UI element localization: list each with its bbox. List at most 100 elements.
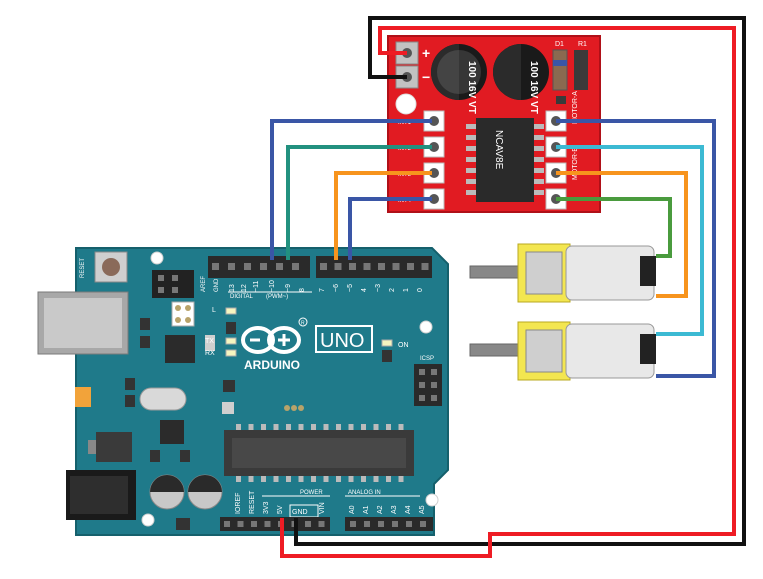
analog-pin-label: A4	[405, 505, 412, 514]
analog-pin-label: A1	[363, 505, 370, 514]
motor-a-label: MOTOR-A	[572, 91, 579, 124]
capacitors	[149, 474, 223, 510]
digital-pin-label: ~5	[347, 284, 354, 292]
analog-pin-label: A3	[391, 505, 398, 514]
led-tx-label: TX	[205, 338, 214, 345]
wire-cyan-motor-a2	[556, 145, 704, 336]
cap1-label: 100 16V VT	[466, 61, 477, 114]
diode-d1	[552, 49, 568, 91]
power-pin-label: GND	[292, 509, 308, 516]
digital-pin-hole	[349, 263, 356, 270]
wire-red-5v	[280, 26, 736, 558]
digital-pin-hole	[212, 263, 219, 270]
digital-pin-hole	[392, 263, 400, 270]
digital-pin-hole	[260, 263, 267, 270]
wire-green-motor-b2	[556, 197, 672, 258]
digital-pin-hole	[421, 263, 429, 270]
voltage-regulator	[96, 432, 132, 462]
atmega-microcontroller	[224, 430, 414, 476]
power-pin-label: RESET	[249, 490, 256, 514]
digital-pin-label: ~11	[253, 281, 260, 292]
pwm-label: (PWM~)	[266, 294, 288, 300]
digital-pin-hole	[334, 263, 342, 270]
digital-pin-label: 8	[299, 288, 306, 292]
analog-pin-label: A5	[419, 505, 426, 514]
power-pin-header	[220, 517, 433, 531]
digital-pin-hole	[244, 263, 251, 270]
aref-label: AREF	[201, 276, 207, 292]
cap2-label: 100 16V VT	[528, 61, 539, 114]
dc-power-jack	[66, 470, 136, 520]
digital-pin-label: 12	[241, 284, 248, 292]
digital-pin-label: 0	[417, 288, 424, 292]
digital-pin-label: 7	[319, 288, 326, 292]
reset-label: RESET	[80, 258, 86, 278]
d1-label: D1	[555, 41, 564, 48]
digital-pin-label: 13	[229, 284, 236, 292]
analog-pin-label: A0	[349, 505, 356, 514]
usb-connector	[37, 291, 129, 355]
driver-plus-label: +	[422, 45, 430, 61]
driver-chip-label: NCAV8E	[493, 130, 504, 170]
wire-orange-motor-b1	[556, 171, 688, 298]
led-tx	[225, 337, 237, 345]
driver-chip: NCAV8E	[476, 118, 534, 202]
digital-pin-hole	[320, 263, 327, 270]
digital-header-label: DIGITAL	[230, 294, 254, 300]
digital-pin-hole	[363, 263, 371, 270]
arduino-brand: ARDUINO	[244, 358, 300, 372]
digital-pin-hole	[292, 263, 299, 270]
wire-black-gnd	[294, 16, 746, 546]
digital-pin-label: ~9	[285, 284, 292, 292]
motor-bottom	[469, 321, 656, 381]
digital-pin-label: 1	[403, 288, 410, 292]
crystal-oscillator	[139, 387, 187, 411]
icsp-header	[414, 364, 442, 406]
r1-label: R1	[578, 41, 587, 48]
power-pin-label: 5V	[277, 505, 284, 514]
led-rx	[225, 349, 237, 357]
digital-pin-label: ~6	[333, 284, 340, 292]
motor-b-label: MOTOR-B	[572, 147, 579, 180]
analog-header-label: ANALOG IN	[348, 490, 381, 496]
led-rx-label: RX	[205, 350, 215, 357]
uno-badge	[315, 325, 373, 353]
digital-pin-hole	[276, 263, 283, 270]
driver-capacitor-2: 100 16V VT	[493, 44, 549, 114]
digital-pin-label: 4	[361, 288, 368, 292]
icsp-label: ICSP	[420, 356, 434, 362]
svg-text:R: R	[301, 321, 305, 327]
power-pin-label: IOREF	[235, 493, 242, 514]
wire-blue-pin10	[270, 119, 432, 260]
digital-pin-label: ~3	[375, 284, 382, 292]
power-header-label: POWER	[300, 490, 323, 496]
analog-pin-label: A2	[377, 505, 384, 514]
wire-blue-motor-a1	[556, 119, 716, 378]
wire-blue-pin5	[348, 197, 432, 260]
wire-teal-pin9	[286, 145, 432, 260]
resistor-r1	[574, 50, 588, 90]
gnd-top-label: GND	[214, 278, 220, 292]
digital-pin-hole	[228, 263, 235, 270]
motor-top	[469, 243, 656, 303]
led-on	[381, 339, 393, 347]
led-l	[225, 307, 237, 315]
digital-pin-label: ~10	[269, 280, 276, 292]
power-pin-label: VIN	[319, 502, 326, 514]
driver-capacitor-1: 100 16V VT	[431, 44, 487, 114]
reset-button[interactable]	[94, 251, 128, 283]
motor-driver-board: + − 100 16V VT 100 16V VT D1 R1 INT1INT2…	[387, 35, 601, 213]
wire-orange-pin6	[334, 171, 432, 260]
arduino-model: UNO	[320, 330, 364, 352]
digital-pin-hole	[407, 263, 414, 270]
power-pin-label: 3V3	[263, 501, 270, 514]
digital-pin-header	[208, 256, 432, 278]
arduino-logo: R	[241, 317, 308, 354]
digital-pin-hole	[378, 263, 385, 270]
on-label: ON	[398, 342, 409, 349]
digital-pin-label: 2	[389, 288, 396, 292]
driver-minus-label: −	[422, 69, 430, 85]
led-l-label: L	[212, 307, 216, 314]
